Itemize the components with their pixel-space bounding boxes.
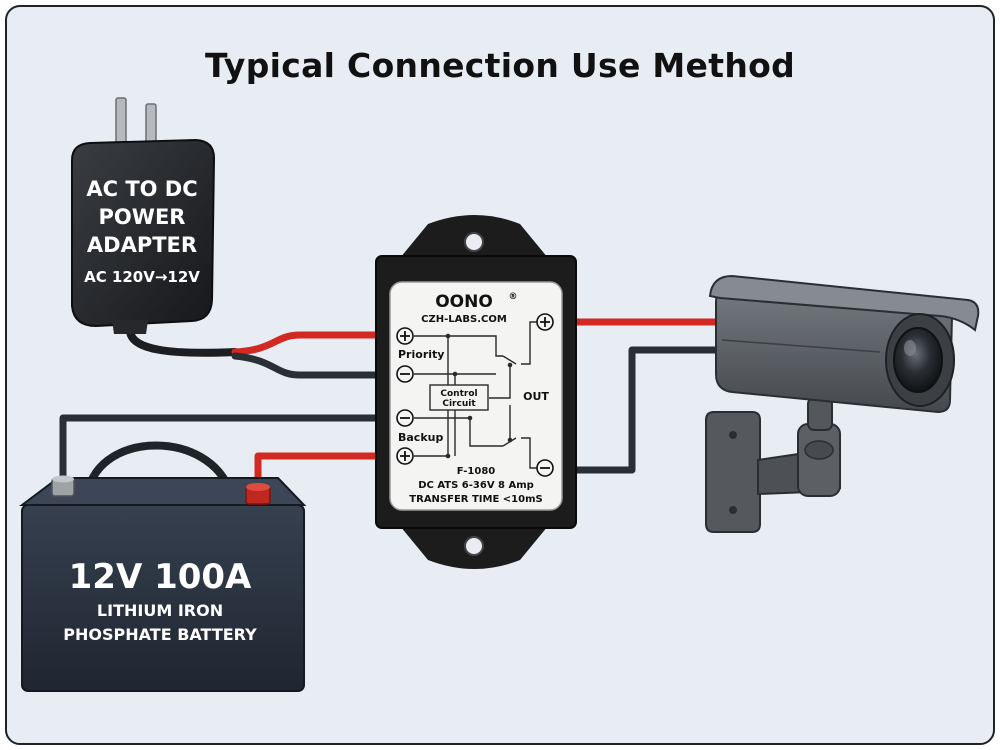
backup-negative-terminal-icon <box>396 409 414 427</box>
battery-body <box>21 504 305 692</box>
battery-negative-wire <box>59 414 384 482</box>
module-brand-mark: ® <box>509 292 518 302</box>
battery-type-line-1: LITHIUM IRON <box>97 601 223 620</box>
battery-handle <box>84 441 234 496</box>
adapter-plug-base <box>112 320 148 334</box>
module-control-line-2: Circuit <box>442 399 476 409</box>
security-camera <box>705 274 980 533</box>
module-backup-label: Backup <box>398 431 443 444</box>
module-control-line-1: Control <box>440 389 477 399</box>
camera-wall-plate <box>705 411 761 533</box>
adapter-label-line-3: ADAPTER <box>87 233 197 257</box>
output-negative-wire <box>571 346 724 474</box>
module-top-mount-hole <box>464 232 484 252</box>
battery-capacity: 12V 100A <box>69 557 252 597</box>
module-control-circuit-box <box>429 384 489 411</box>
module-website: CZH-LABS.COM <box>421 314 507 325</box>
adapter-positive-wire <box>231 331 384 356</box>
module-model: F-1080 <box>457 466 496 477</box>
battery-negative-terminal <box>51 475 75 497</box>
adapter-body <box>71 138 216 328</box>
priority-negative-terminal-icon <box>396 365 414 383</box>
adapter-label-line-1: AC TO DC <box>86 177 197 201</box>
transfer-switch-module: OONO ® CZH-LABS.COM Control Circuit <box>375 215 577 569</box>
adapter-label-line-2: POWER <box>99 205 186 229</box>
module-spec: DC ATS 6-36V 8 Amp <box>418 480 534 491</box>
module-out-label: OUT <box>523 390 549 403</box>
adapter-rating: AC 120V→12V <box>84 268 200 286</box>
output-positive-terminal-icon <box>536 313 554 331</box>
wiring <box>59 318 724 492</box>
module-transfer-time: TRANSFER TIME <10mS <box>409 494 542 505</box>
output-negative-terminal-icon <box>536 459 554 477</box>
battery-positive-terminal <box>245 483 271 505</box>
camera-sun-shield <box>708 274 980 332</box>
module-bottom-mount-hole <box>464 536 484 556</box>
ac-dc-power-adapter: AC TO DC POWER ADAPTER AC 120V→12V <box>71 97 216 334</box>
priority-positive-terminal-icon <box>396 327 414 345</box>
module-priority-label: Priority <box>398 348 444 361</box>
camera-lens <box>893 327 943 393</box>
page-title: Typical Connection Use Method <box>204 46 796 85</box>
backup-positive-terminal-icon <box>396 447 414 465</box>
lithium-battery: 12V 100A LITHIUM IRON PHOSPHATE BATTERY <box>19 441 307 692</box>
module-brand: OONO <box>435 292 493 312</box>
camera-swivel-joint <box>797 423 841 497</box>
adapter-negative-wire <box>231 352 384 379</box>
adapter-cable <box>126 326 239 357</box>
battery-type-line-2: PHOSPHATE BATTERY <box>63 625 257 644</box>
adapter-prong-left <box>115 97 127 149</box>
